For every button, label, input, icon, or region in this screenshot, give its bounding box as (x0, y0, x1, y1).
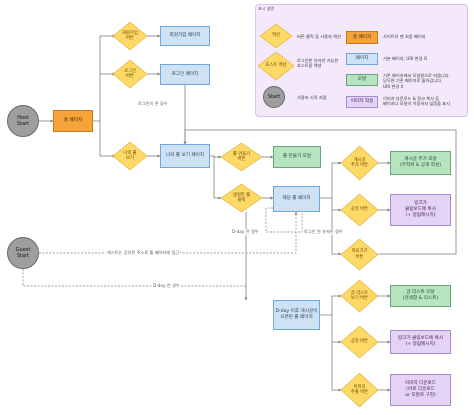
list-modal-node: 글 리스트 모달 (검색창 & 리스트) (390, 285, 451, 307)
login-button-node: 로그인 버튼 (113, 60, 147, 88)
login-page-node: 로그인 페이지 (160, 64, 210, 85)
legend-action-shape: 액션 (260, 24, 292, 48)
host-start-node: Host Start (7, 105, 39, 137)
legend-start-shape: Start (263, 86, 285, 108)
edge-dday-share (331, 315, 342, 344)
roll-page-node: 해당 롤 페이지 (273, 186, 320, 212)
edge-home-myroll (99, 121, 116, 158)
legend-host-action-desc: 로그인한 유저만 가능한 호스트용 액션 (297, 58, 339, 69)
image-download-action-node: 이미지 다운로드 (바로 다운로드 or 모달로 구현) (390, 374, 451, 406)
share-button-2-node: 공유 버튼 (341, 326, 378, 358)
edge-roll-share (331, 198, 342, 212)
legend-modal-desc: 기존 페이지에서 모달창으로 띄웁니다. 닫으면 기존 페이지로 돌아갑니다. … (383, 73, 450, 89)
legend-title: 표시 설명 (258, 6, 274, 11)
post-add-modal-node: 게시글 추가 모달 (무작위 & 공개 작성) (390, 151, 451, 175)
create-modal-node: 롤 만들기 모달 (273, 146, 321, 168)
legend-host-action-shape: 호스트 액션 (258, 52, 294, 80)
post-add-button-node: 게시글 추가 버튼 (341, 146, 378, 180)
created-click-node: 생성된 롤 클릭 (221, 184, 262, 212)
legend-home-shape: 홈 페이지 (346, 31, 378, 44)
edge-home-signup (93, 34, 116, 122)
legend-image-action-desc: 이미지 다운로드 & 링크 복사 등 페이지나 모달이 이동하지 않음을 표시 (383, 96, 450, 107)
home-page-node: 홈 페이지 (53, 110, 93, 132)
back-button-node: 뒤로가기 버튼 (341, 239, 378, 270)
edge-back-myroll (183, 129, 457, 255)
edge-page-created (213, 157, 222, 200)
edge-roll-back (331, 210, 342, 256)
edge-label-login-done: 로그인이 된 경우 (137, 101, 169, 107)
edge-label-guest-link: 게스트는 공유된 주소로 롤 페이지에 접근 (106, 250, 181, 256)
legend-modal-shape: 모달 (346, 74, 378, 86)
edge-label-logged-host: 로그인 된 유저인 경우 (303, 229, 344, 235)
signup-button-node: 회원가입 버튼 (113, 22, 147, 50)
signup-page-node: 회원가입 페이지 (160, 26, 210, 46)
myroll-page-node: 나의 롤 보기 페이지 (160, 144, 210, 168)
share-link-action-2-node: 링크가 클립보드에 복사 (+ 알림메시지) (390, 330, 451, 354)
edge-label-dday-before: D-day 전 경우 (231, 229, 260, 235)
legend-page-desc: 기본 페이지, URI 변경 O (383, 56, 428, 61)
list-button-node: 글 리스트 보기 버튼 (341, 280, 378, 312)
dday-page-node: D-day 이후 게시글이 오픈된 롤 페이지 (273, 300, 320, 330)
image-export-button-node: 이미지 추출 버튼 (341, 373, 378, 407)
create-button-node: 롤 만들기 버튼 (221, 143, 262, 171)
legend-page-shape: 페이지 (346, 53, 378, 65)
share-link-action-node: 링크가 클립보드에 복사 (+ 알림메시지) (390, 194, 451, 226)
legend-action-desc: 버튼 클릭 등 사용자 액션 (297, 34, 341, 39)
edge-logged-host (265, 207, 303, 233)
legend-image-action-shape: 이미지 작용 (346, 96, 378, 108)
guest-start-node: Guest Start (7, 237, 39, 269)
legend-home-desc: 사이트의 맨 처음 페이지 (383, 34, 426, 39)
edge-guest-dday (22, 269, 246, 287)
legend-start-desc: 사용자 시작 지점 (297, 95, 327, 100)
edge-page-create (210, 155, 222, 159)
myroll-button-node: 나의 롤 보기 (113, 142, 147, 170)
edge-dday-list (320, 294, 342, 316)
edge-roll-post (320, 161, 342, 199)
edge-dday-image (331, 342, 342, 392)
share-button-node: 공유 버튼 (341, 194, 378, 226)
edge-label-dday-after: D-day 전 경우 (152, 283, 181, 289)
